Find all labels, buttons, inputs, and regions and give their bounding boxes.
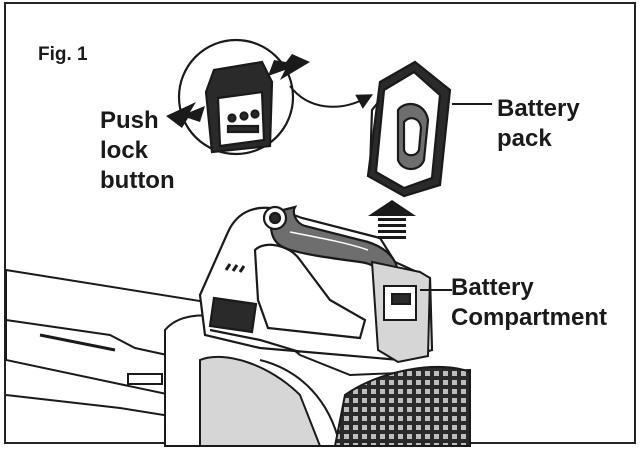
battery-compartment bbox=[370, 260, 452, 364]
push-arrows bbox=[166, 54, 310, 128]
blower-handle bbox=[198, 205, 434, 362]
push-lock-button-label: Push lock button bbox=[100, 106, 175, 196]
battery-pack bbox=[366, 60, 452, 198]
figure-label: Fig. 1 bbox=[38, 44, 88, 65]
push-lock-line-3: button bbox=[100, 167, 175, 194]
battery-compartment-line-1: Battery bbox=[451, 274, 534, 301]
connector-arrow bbox=[289, 85, 374, 109]
push-lock-line-1: Push bbox=[100, 107, 159, 134]
battery-pack-line-2: pack bbox=[497, 125, 552, 152]
battery-pack-line-1: Battery bbox=[497, 95, 580, 122]
battery-compartment-label: Battery Compartment bbox=[451, 273, 607, 333]
battery-pack-label: Battery pack bbox=[497, 94, 580, 154]
insertion-arrow bbox=[368, 200, 416, 239]
battery-compartment-line-2: Compartment bbox=[451, 304, 608, 331]
push-lock-line-2: lock bbox=[100, 137, 149, 164]
magnifier-detail bbox=[177, 38, 295, 156]
